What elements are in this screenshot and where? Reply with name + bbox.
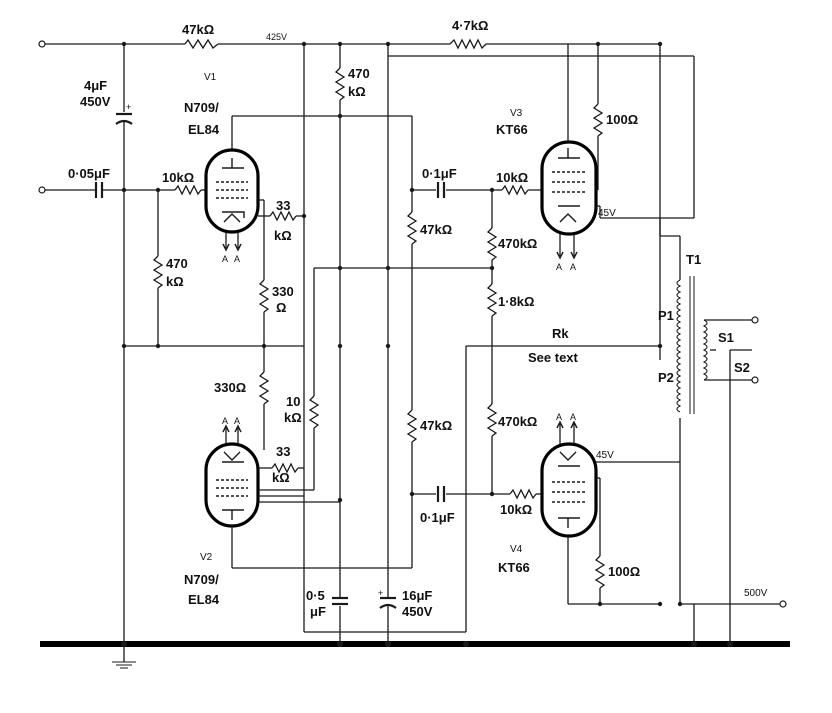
label-r-1k8: 1·8kΩ (498, 294, 534, 309)
label-v3-id: V3 (510, 108, 523, 119)
label-v1-heater-b: A (234, 254, 240, 264)
label-supply-500: 500V (744, 588, 768, 599)
label-r-v1-screen-b: kΩ (274, 228, 292, 243)
label-s2: S2 (734, 360, 750, 375)
label-v3-heater-a: A (556, 262, 562, 272)
supply-capacitor: + (112, 44, 136, 669)
label-c-couple-top: 0·1μF (422, 166, 457, 181)
label-r-v2-screen-a: 33 (276, 444, 290, 459)
ground-bus (40, 641, 790, 647)
label-r-10k-a: 10 (286, 394, 300, 409)
input-section (38, 182, 304, 349)
label-v2-type-b: EL84 (188, 592, 220, 607)
label-v4-screen-v: 45V (596, 450, 614, 461)
label-r-v1-screen-a: 33 (276, 198, 290, 213)
label-r100-v3: 100Ω (606, 112, 638, 127)
label-r-330: 330Ω (214, 380, 246, 395)
bottom-capacitors: + (332, 588, 397, 644)
label-top-voltage: 425V (266, 32, 287, 42)
label-r-v2-screen-b: kΩ (272, 470, 290, 485)
label-v4-id: V4 (510, 544, 523, 555)
rk-line (465, 343, 663, 632)
label-r-v4-grid: 10kΩ (500, 502, 532, 517)
label-c-supply-volt: 450V (80, 94, 111, 109)
tube-v2 (204, 424, 412, 569)
label-r-10k-b: kΩ (284, 410, 302, 425)
label-c-05-a: 0·5 (306, 588, 325, 603)
label-r47k-upper: 47kΩ (420, 222, 452, 237)
label-v1-heater-a: A (222, 254, 228, 264)
label-c-05-b: μF (310, 604, 326, 619)
label-c-16-b: 450V (402, 604, 433, 619)
label-v3-heater-b: A (570, 262, 576, 272)
label-c-16-a: 16μF (402, 588, 432, 603)
label-v4-type: KT66 (498, 560, 530, 575)
v2-grid-resistor (308, 267, 492, 491)
label-r470k-top-a: 470 (348, 66, 370, 81)
label-r100-v4: 100Ω (608, 564, 640, 579)
label-r-input-a: 470 (166, 256, 188, 271)
label-r-cath-b: Ω (276, 300, 286, 315)
label-see-text: See text (528, 350, 579, 365)
label-v1-type-b: EL84 (188, 122, 220, 137)
label-v4-heater-b: A (570, 412, 576, 422)
labels: 47kΩ 425V 4·7kΩ 4μF 450V V1 N709/ EL84 4… (68, 18, 768, 619)
hv-supply (680, 600, 787, 644)
tube-v3 (496, 44, 604, 260)
label-r47k-lower: 47kΩ (420, 418, 452, 433)
label-r-k: Rk (552, 326, 569, 341)
label-v2-type-a: N709/ (184, 572, 219, 587)
label-v2-heater-b: A (234, 416, 240, 426)
label-r-input-b: kΩ (166, 274, 184, 289)
label-p2: P2 (658, 370, 674, 385)
label-r-top-left: 47kΩ (182, 22, 214, 37)
label-r470k-v3: 470kΩ (498, 236, 537, 251)
label-v3-type: KT66 (496, 122, 528, 137)
label-c-supply-val: 4μF (84, 78, 107, 93)
label-r-top-right: 4·7kΩ (452, 18, 488, 33)
output-transformer (659, 218, 759, 644)
label-r-v3-grid: 10kΩ (496, 170, 528, 185)
label-v2-heater-a: A (222, 416, 228, 426)
label-r470k-top-b: kΩ (348, 84, 366, 99)
label-v1-type-a: N709/ (184, 100, 219, 115)
svg-text:+: + (378, 588, 383, 598)
label-v2-id: V2 (200, 552, 213, 563)
label-s1: S1 (718, 330, 734, 345)
label-v4-heater-a: A (556, 412, 562, 422)
tube-v4 (509, 420, 683, 607)
label-v1-id: V1 (204, 72, 217, 83)
label-r-v1-grid: 10kΩ (162, 170, 194, 185)
label-p1: P1 (658, 308, 674, 323)
label-r470k-v4: 470kΩ (498, 414, 537, 429)
decoupling-bus (385, 56, 391, 598)
label-c-couple-bot: 0·1μF (420, 510, 455, 525)
cathode-resistors (258, 279, 270, 450)
label-c-input: 0·05μF (68, 166, 110, 181)
grid-bias-column (486, 187, 498, 497)
v1-plate-load (334, 44, 346, 598)
label-t1: T1 (686, 252, 701, 267)
svg-text:+: + (126, 102, 131, 112)
label-v3-screen-v: 45V (598, 208, 616, 219)
plate-supply-box (387, 44, 695, 219)
coupling-column (406, 182, 510, 568)
label-r-cath-a: 330 (272, 284, 294, 299)
tube-v1 (204, 115, 413, 280)
screen-bus (301, 44, 466, 633)
